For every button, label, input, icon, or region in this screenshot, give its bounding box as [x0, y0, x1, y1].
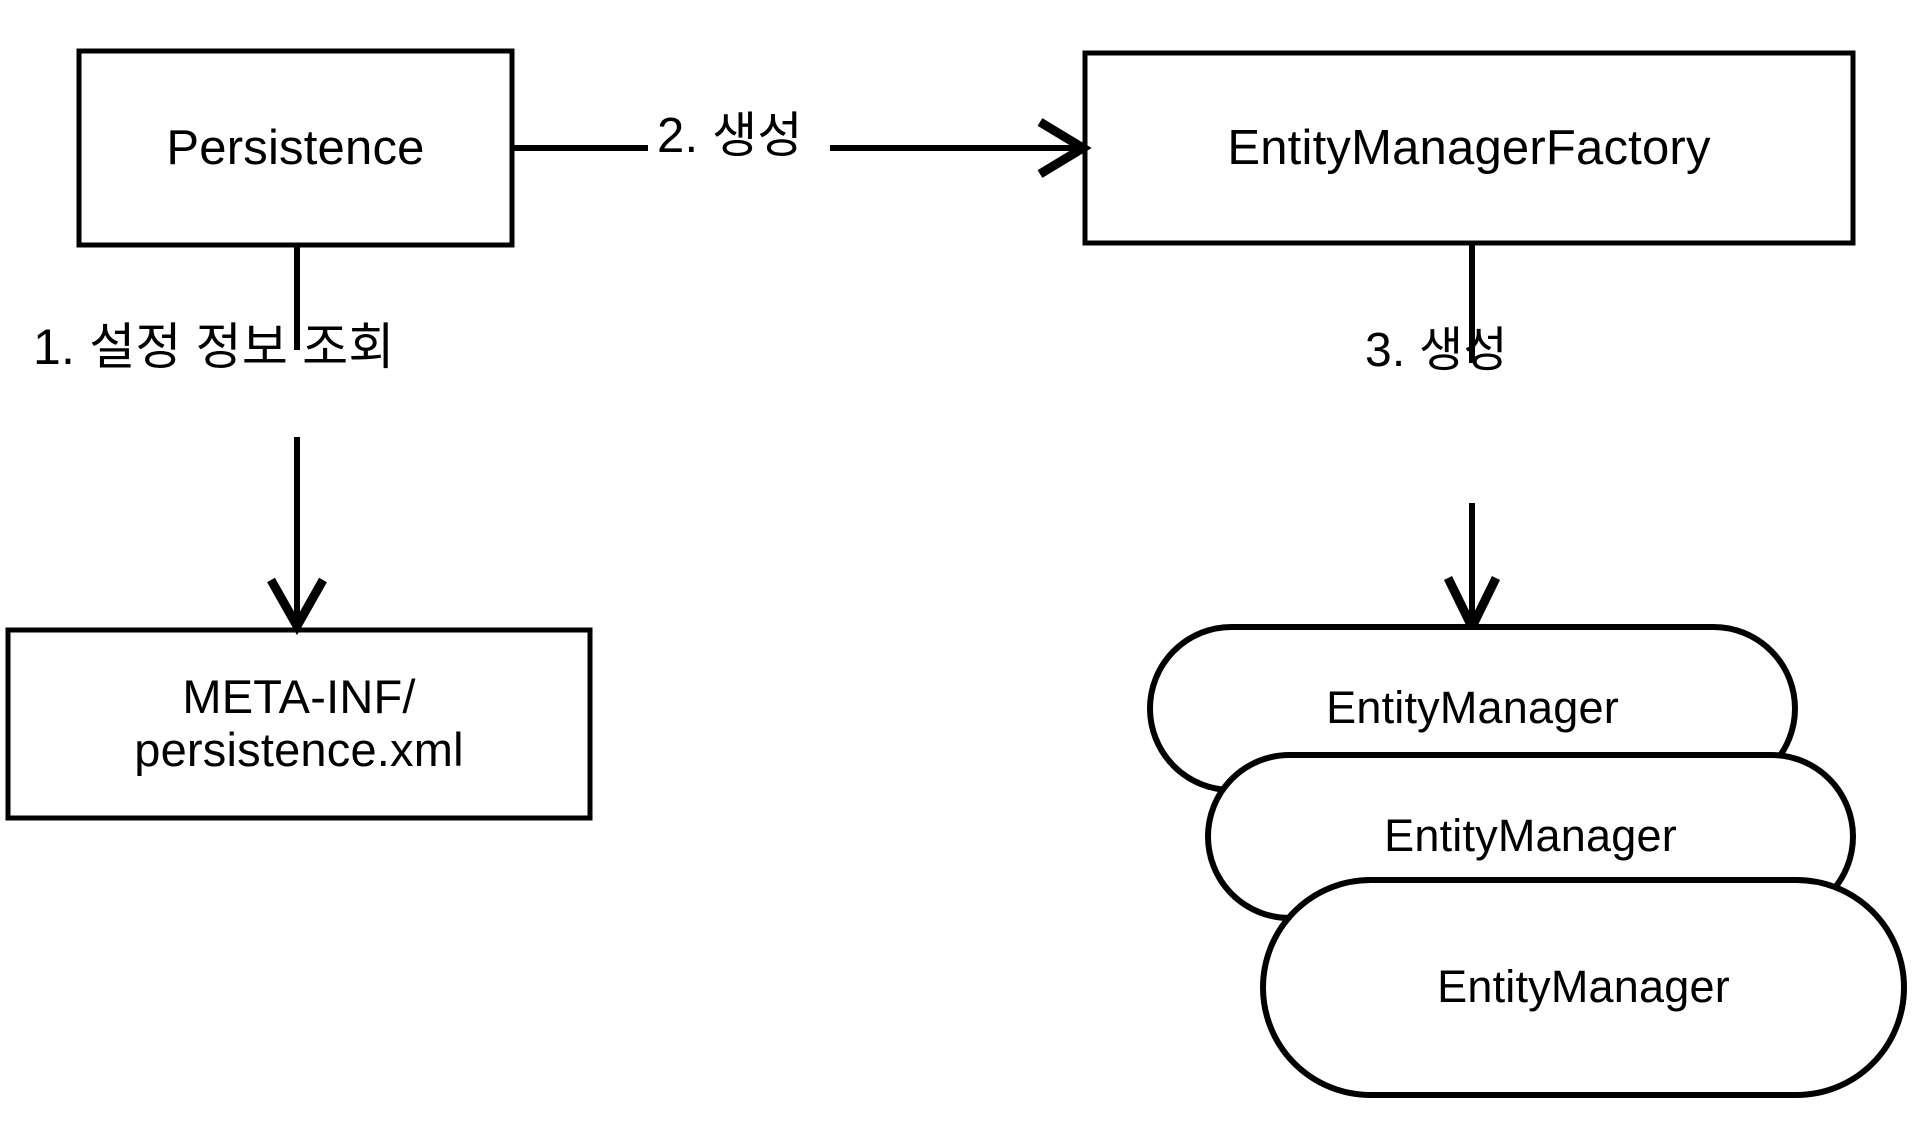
- meta-inf-box[interactable]: [5, 627, 593, 821]
- edge-1-label: 1. 설정 정보 조회: [33, 319, 395, 375]
- edge-3-label: 3. 생성: [1365, 324, 1508, 377]
- edge-3-connector: [1443, 243, 1501, 638]
- edge-1-arrowhead: [267, 577, 327, 636]
- edge-2-arrowhead: [1037, 118, 1092, 178]
- edge-1-connector: [267, 245, 327, 636]
- edge-2-label: 2. 생성: [657, 109, 803, 163]
- persistence-box[interactable]: [76, 48, 515, 248]
- entity-manager-stadium-3[interactable]: [1260, 877, 1907, 1098]
- edge-2-connector: [512, 118, 1092, 178]
- entity-manager-factory-box[interactable]: [1082, 50, 1856, 246]
